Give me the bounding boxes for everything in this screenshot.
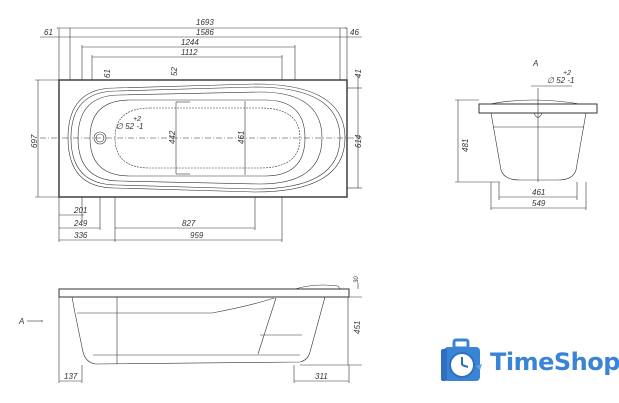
- dim-left-offset: 61: [44, 28, 53, 37]
- dim-336: 336: [74, 231, 88, 240]
- dim-451: 451: [353, 321, 362, 334]
- dim-311: 311: [315, 372, 328, 381]
- dim-small-mid: 52: [170, 67, 179, 76]
- dim-442: 442: [168, 130, 177, 144]
- drain-tolerance: +2: [133, 116, 141, 123]
- dim-614: 614: [354, 134, 363, 148]
- end-view-labels: A ∅ 52 -1 +2 481 461 549: [461, 59, 574, 208]
- drain-diameter: ∅ 52 -1: [116, 122, 143, 131]
- dim-827: 827: [182, 219, 196, 228]
- dim-right-offset: 46: [350, 28, 359, 37]
- dim-959: 959: [190, 231, 204, 240]
- dim-549: 549: [532, 199, 546, 208]
- top-view: [35, 27, 362, 242]
- side-view-labels: A 30 451 137 311: [18, 276, 362, 381]
- dim-small-left: 61: [103, 69, 112, 78]
- dim-1244: 1244: [181, 38, 199, 47]
- dim-1586: 1586: [196, 28, 214, 37]
- dim-481: 481: [461, 139, 470, 152]
- clock-bag-icon: [441, 338, 482, 381]
- dim-1112: 1112: [181, 48, 198, 57]
- top-view-labels: 1693 1586 1244 1112 61 46 61 52 41 697 6…: [30, 18, 363, 240]
- dim-461: 461: [237, 131, 246, 144]
- dim-end-461: 461: [532, 188, 545, 197]
- end-view: [455, 85, 598, 210]
- view-arrow-label-a: A: [18, 317, 24, 326]
- dim-137: 137: [64, 372, 78, 381]
- dim-30: 30: [354, 276, 360, 283]
- dim-right-top: 41: [354, 69, 363, 78]
- side-view: [27, 283, 362, 383]
- section-label-a: A: [532, 59, 538, 68]
- end-drain-tolerance: +2: [563, 70, 571, 77]
- logo-text: TimeShop: [490, 348, 619, 376]
- dim-697: 697: [30, 134, 39, 148]
- dim-201: 201: [73, 206, 87, 215]
- end-drain-diameter: ∅ 52 -1: [547, 76, 574, 85]
- timeshop-logo: TimeShop: [440, 338, 619, 386]
- dim-249: 249: [73, 219, 88, 228]
- dim-1693: 1693: [196, 18, 214, 27]
